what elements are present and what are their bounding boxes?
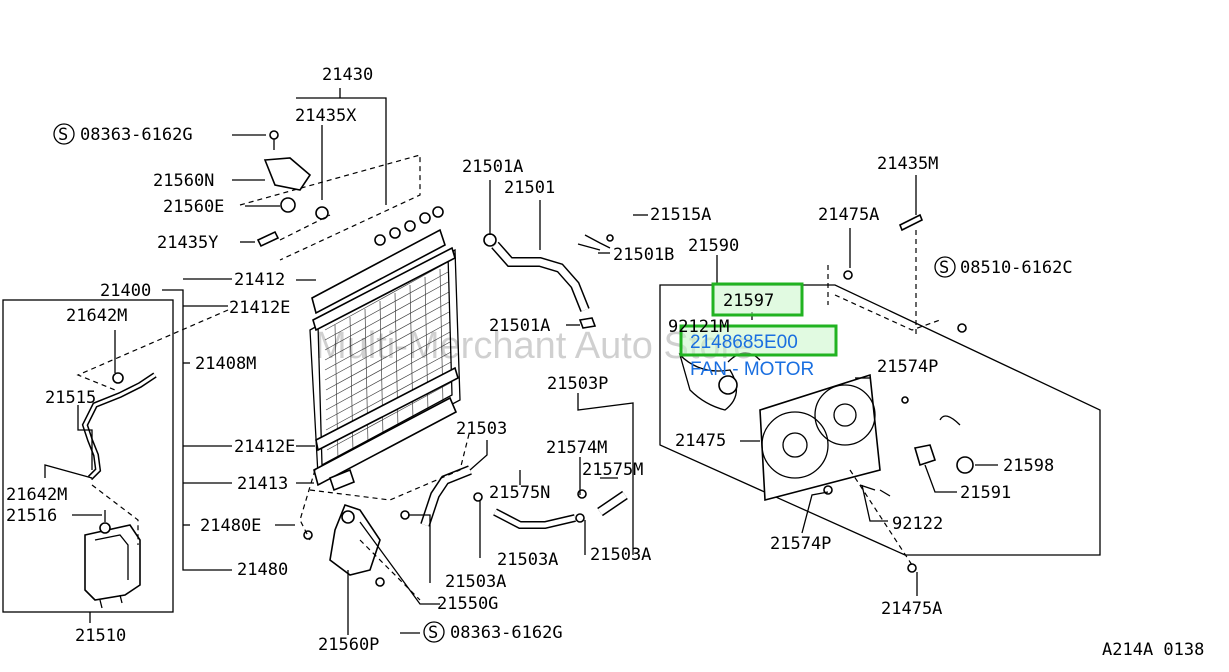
- screw-symbol-letter: S: [428, 623, 438, 643]
- label-21642M-bottom: 21642M: [6, 485, 67, 505]
- label-08363-6162G-top: 08363-6162G: [80, 125, 193, 145]
- label-21480E: 21480E: [200, 516, 261, 536]
- reservoir-group-box: [2, 299, 174, 613]
- label-21475A-bottom: 21475A: [881, 599, 942, 619]
- label-21430: 21430: [322, 65, 373, 85]
- label-21516: 21516: [6, 506, 57, 526]
- highlight-box-21597[interactable]: [711, 282, 804, 317]
- upper-hose-drawing: [483, 233, 614, 329]
- label-21590: 21590: [688, 236, 739, 256]
- dashed-lines: [76, 154, 941, 601]
- label-21475: 21475: [675, 431, 726, 451]
- label-21574P-bottom: 21574P: [770, 534, 831, 554]
- label-21597[interactable]: 21597: [723, 291, 774, 311]
- label-21574M: 21574M: [546, 438, 607, 458]
- radiator-drawing: [256, 130, 461, 576]
- link-fan-motor[interactable]: FAN - MOTOR: [690, 359, 814, 380]
- label-21515A: 21515A: [650, 205, 711, 225]
- leader-lines: [44, 88, 998, 635]
- label-21503A-left: 21503A: [445, 572, 506, 592]
- label-21575N: 21575N: [489, 483, 550, 503]
- label-92122: 92122: [892, 514, 943, 534]
- label-21510: 21510: [75, 626, 126, 646]
- link-2148685E00[interactable]: 2148685E00: [690, 332, 798, 353]
- label-21501: 21501: [504, 178, 555, 198]
- label-21560N: 21560N: [153, 171, 214, 191]
- label-21560E: 21560E: [163, 197, 224, 217]
- label-21400: 21400: [100, 281, 151, 301]
- label-21501A-bottom: 21501A: [489, 316, 550, 336]
- label-21435Y: 21435Y: [157, 233, 218, 253]
- label-21475A-top: 21475A: [818, 205, 879, 225]
- label-21642M-top: 21642M: [66, 306, 127, 326]
- label-92121M: 92121M: [668, 317, 729, 337]
- label-21408M: 21408M: [195, 354, 256, 374]
- reservoir-tank-drawing: [81, 372, 157, 609]
- label-21501A-top: 21501A: [462, 157, 523, 177]
- fan-assembly-drawing: [659, 213, 1101, 573]
- highlight-box-2148685E00[interactable]: [679, 324, 838, 357]
- label-21435X: 21435X: [295, 106, 357, 126]
- part-labels: 21430 21435X S 08363-6162G 21560N 21560E…: [6, 65, 1204, 660]
- label-21435M: 21435M: [877, 154, 938, 174]
- screw-symbol-icon: [53, 123, 75, 145]
- label-21503: 21503: [456, 419, 507, 439]
- label-08363-6162G-bottom: 08363-6162G: [450, 623, 563, 643]
- label-21591: 21591: [960, 483, 1011, 503]
- screw-symbol-letter: S: [58, 125, 68, 145]
- label-21560P: 21560P: [318, 635, 379, 655]
- diagram-reference-code: A214A 0138: [1102, 640, 1204, 660]
- label-21480: 21480: [237, 560, 288, 580]
- screw-symbol-icon: [934, 256, 956, 278]
- label-21503A-center: 21503A: [497, 550, 558, 570]
- label-21412E-bottom: 21412E: [234, 437, 295, 457]
- screw-symbol-letter: S: [939, 258, 949, 278]
- label-21598: 21598: [1003, 456, 1054, 476]
- screw-symbol-icon: [423, 621, 445, 643]
- label-21413: 21413: [237, 474, 288, 494]
- label-21550G: 21550G: [437, 594, 498, 614]
- label-21515: 21515: [45, 388, 96, 408]
- label-21412E-top: 21412E: [229, 298, 290, 318]
- label-08510-6162C: 08510-6162C: [960, 258, 1073, 278]
- label-21503A-right: 21503A: [590, 545, 651, 565]
- label-21575M: 21575M: [582, 460, 643, 480]
- label-21412-top: 21412: [234, 270, 285, 290]
- label-21574P-top: 21574P: [877, 357, 938, 377]
- label-21503P: 21503P: [547, 374, 608, 394]
- label-21501B: 21501B: [613, 245, 674, 265]
